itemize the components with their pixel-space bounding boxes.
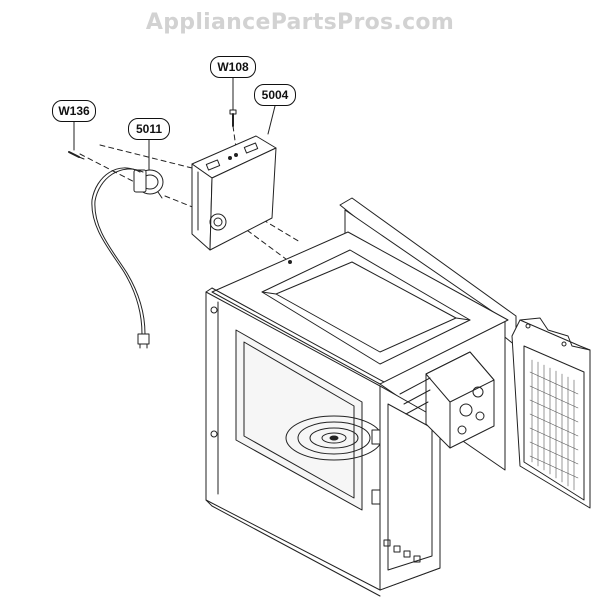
callout-w108: W108: [210, 56, 256, 78]
vent-holes: [529, 359, 579, 491]
screw-w136: [68, 151, 85, 160]
leader-lines: [73, 77, 276, 173]
magnetron: [399, 351, 495, 449]
screw-w108: [229, 109, 237, 127]
watermark: AppliancePartsPros.com: [145, 10, 455, 35]
part-5004-bracket: [191, 135, 277, 251]
part-5011-sensor: [91, 167, 164, 349]
callout-5004: 5004: [254, 84, 296, 106]
cavity-top: [211, 231, 509, 385]
callout-w136: W136: [52, 100, 96, 122]
callout-5011: 5011: [128, 118, 170, 140]
rear-vent-panel: [511, 317, 591, 509]
control-panel-frame: [371, 385, 441, 591]
